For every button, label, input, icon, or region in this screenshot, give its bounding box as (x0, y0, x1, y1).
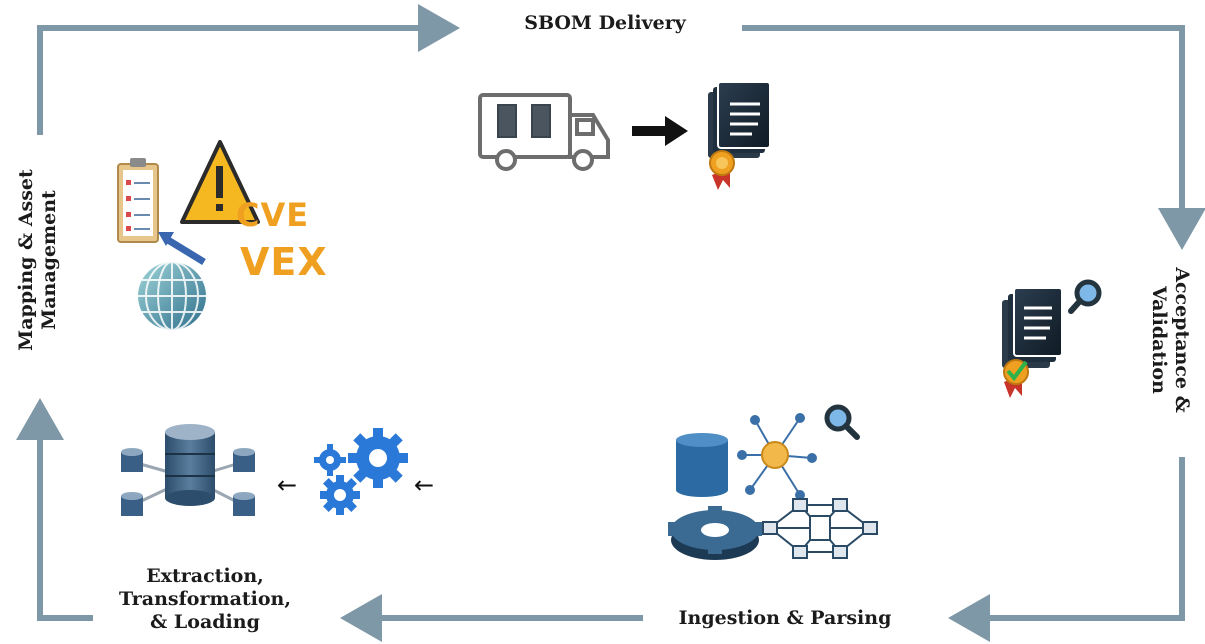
stage-extraction-transformation-loading: Extraction, Transformation, & Loading (95, 565, 315, 634)
arrow-right-icon (632, 116, 688, 146)
stage-acceptance-validation: Acceptance & Validation (1147, 267, 1193, 413)
etl-line-1: Extraction, (146, 565, 264, 587)
small-arrow-left-icon: ← (277, 471, 298, 499)
acceptance-line-2: Validation (1148, 286, 1170, 394)
gears-icon (314, 428, 408, 515)
verified-document-icon (1002, 287, 1063, 398)
stage-mapping-asset-management: Mapping & Asset Management (15, 169, 61, 351)
mapping-line-1: Mapping & Asset (15, 169, 37, 351)
database-icon (676, 433, 728, 497)
arrow-up-left-icon (158, 232, 206, 265)
warning-triangle-icon (180, 140, 260, 224)
network-node-icon (737, 413, 817, 500)
arrow-bottom-left (15, 398, 93, 621)
vex-logo: VEX (240, 240, 328, 284)
mapping-line-2: Management (38, 190, 60, 330)
stage-sbom-delivery: SBOM Delivery (524, 12, 686, 34)
cve-logo: CVE (236, 196, 310, 234)
globe-icon (138, 261, 206, 331)
magnifier-icon (1068, 279, 1102, 314)
cycle-arrows (15, 4, 1205, 642)
acceptance-line-1: Acceptance & (1171, 267, 1193, 413)
arrow-right-bottom (948, 457, 1185, 642)
distributed-database-icon (121, 424, 255, 516)
delivery-truck-icon (478, 93, 610, 171)
arrow-top-left (37, 4, 460, 135)
small-arrow-left-icon: ← (414, 471, 435, 499)
network-graph-icon (762, 498, 878, 559)
arrow-top-right (742, 25, 1205, 250)
certified-document-icon (708, 81, 771, 190)
magnifier-icon (824, 404, 860, 440)
checklist-clipboard-icon (117, 158, 159, 243)
etl-line-2: Transformation, (119, 588, 291, 610)
etl-line-3: & Loading (150, 611, 260, 633)
gear-icon (668, 506, 762, 560)
stage-ingestion-parsing: Ingestion & Parsing (678, 607, 892, 629)
